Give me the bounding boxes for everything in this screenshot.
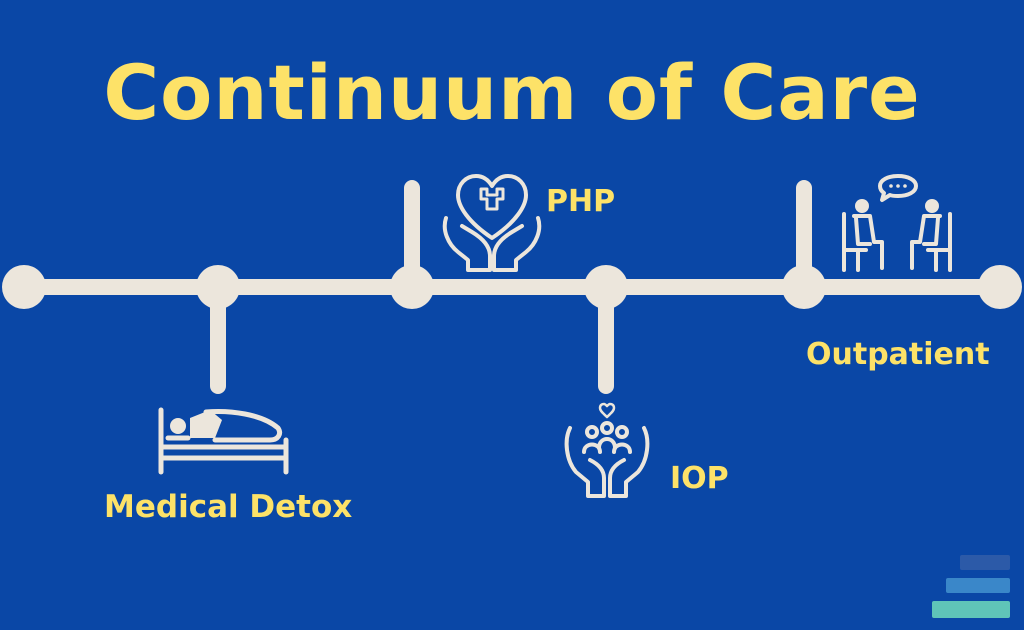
counseling-icon	[842, 174, 952, 272]
timeline-node-php	[390, 265, 434, 309]
timeline-node-iop	[584, 265, 628, 309]
stage-label-iop: IOP	[670, 461, 729, 496]
bed-icon	[158, 407, 289, 475]
stage-label-php: PHP	[546, 184, 616, 219]
timeline-node-start	[2, 265, 46, 309]
heart-hands-icon	[442, 174, 542, 272]
timeline-node-detox	[196, 265, 240, 309]
timeline-node-end	[978, 265, 1022, 309]
timeline-node-outpatient	[782, 265, 826, 309]
stage-label-medical-detox: Medical Detox	[104, 489, 353, 525]
brand-logo-icon	[932, 555, 1010, 618]
page-title: Continuum of Care	[103, 48, 921, 137]
group-hands-icon	[564, 402, 650, 498]
timeline	[2, 180, 1022, 394]
stage-label-outpatient: Outpatient	[806, 337, 990, 372]
